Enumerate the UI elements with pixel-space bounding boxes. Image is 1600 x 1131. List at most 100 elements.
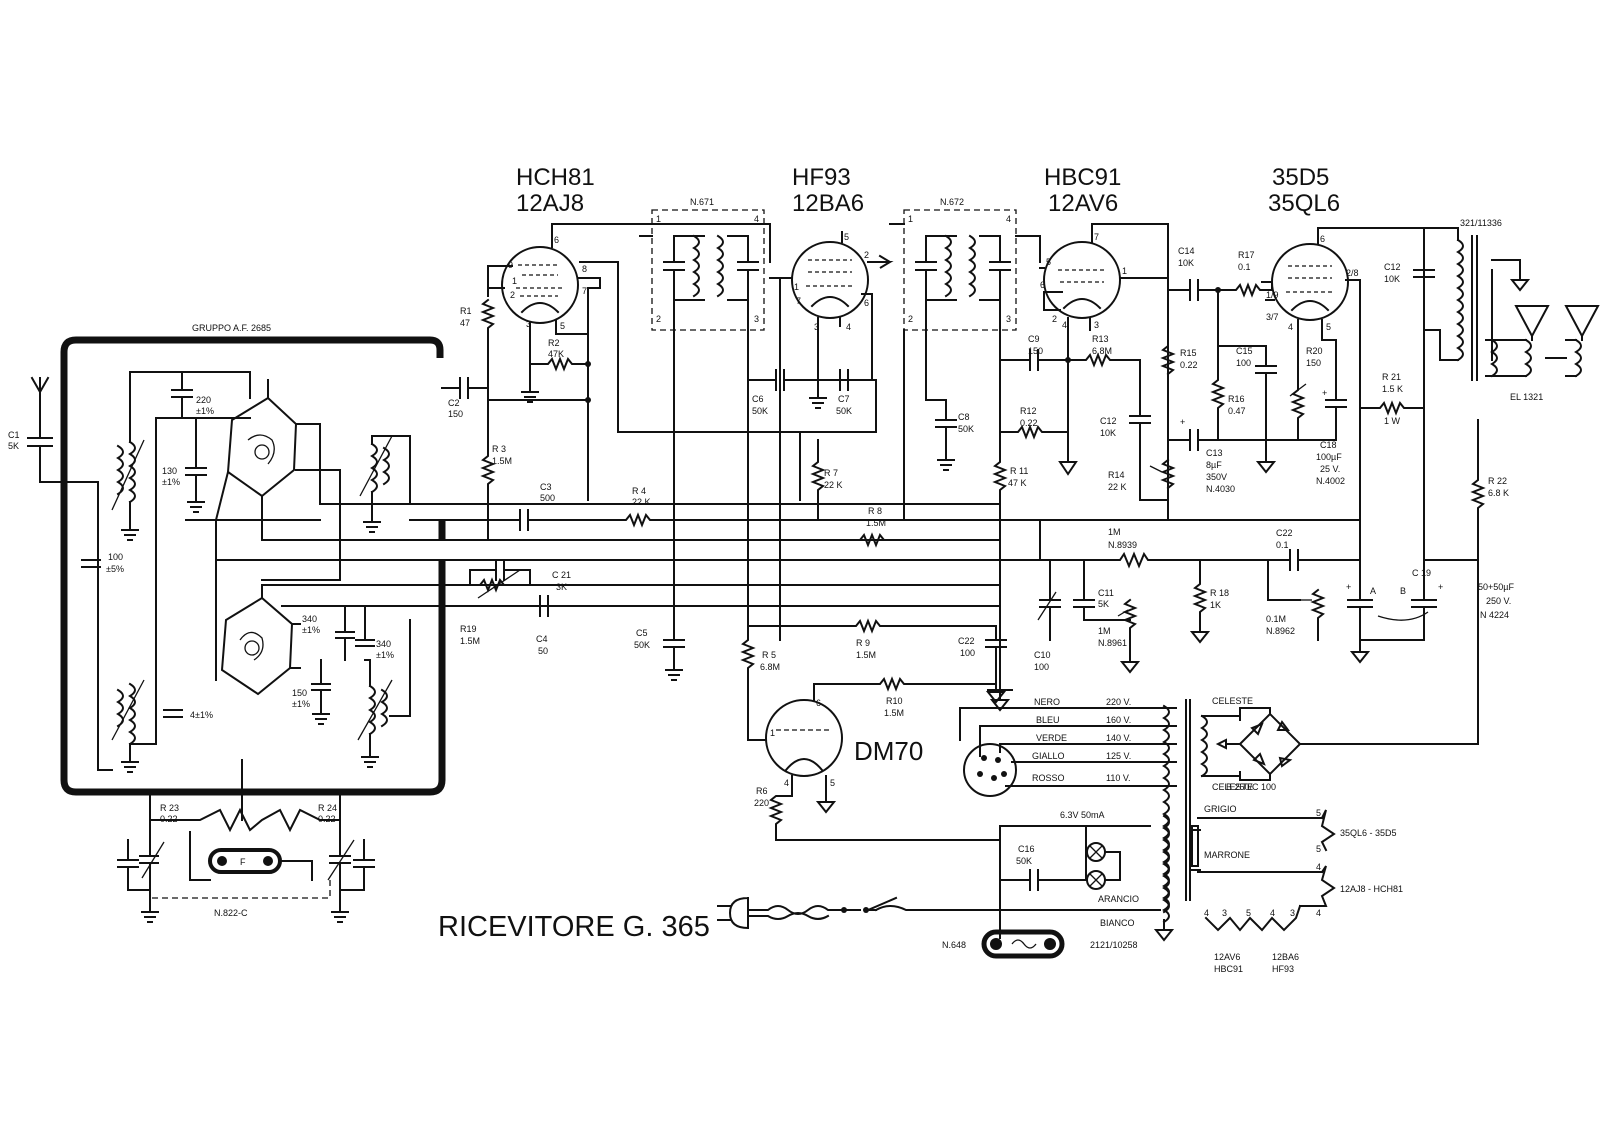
c9-value: 150 xyxy=(1028,346,1043,356)
heater-h1: 35QL6 - 35D5 xyxy=(1340,828,1397,838)
v4-network: C14 10K R17 0.1 R15 0.22 R16 0.47 C15 10… xyxy=(1160,227,1435,601)
c16-name: C16 xyxy=(1018,844,1035,854)
heater-h4-line1: 12BA6 xyxy=(1272,952,1299,962)
output-transformer: 321/11336 xyxy=(1423,218,1531,381)
r6-name: R6 xyxy=(756,786,768,796)
c22a-value: 100 xyxy=(960,648,975,658)
svg-text:4: 4 xyxy=(784,778,789,788)
r20-name: R20 xyxy=(1306,346,1323,356)
svg-text:9: 9 xyxy=(508,260,513,270)
antenna-icon: C1 5K xyxy=(8,376,99,483)
r1-name: R1 xyxy=(460,306,472,316)
cap130-tol: ±1% xyxy=(162,477,180,487)
r1-value: 47 xyxy=(460,318,470,328)
c15-value: 100 xyxy=(1236,358,1251,368)
tube-v3-line2: 12AV6 xyxy=(1048,190,1118,217)
svg-text:6: 6 xyxy=(864,298,869,308)
r13-name: R13 xyxy=(1092,334,1109,344)
svg-text:6: 6 xyxy=(816,698,821,708)
c11-name: C11 xyxy=(1098,588,1114,598)
r19-value: 1.5M xyxy=(460,636,480,646)
bridge-rectifier: B 250/C 100 xyxy=(1215,707,1341,792)
rf-group-label: GRUPPO A.F. 2685 xyxy=(192,323,271,333)
c8-value: 50K xyxy=(958,424,974,434)
c10-value: 100 xyxy=(1034,662,1049,672)
v3-network: C9 150 R13 6.8M R12 0.22 R 11 47 K C12 1… xyxy=(958,223,1285,704)
r15-name: R15 xyxy=(1180,348,1197,358)
svg-text:4: 4 xyxy=(754,214,759,224)
r4-value: 22 K xyxy=(632,497,651,507)
r2-value: 47K xyxy=(548,349,564,359)
ferrite-antenna-block: R 23 0.22 R 24 0.22 F N.822-C xyxy=(117,759,375,923)
svg-text:5: 5 xyxy=(1326,322,1331,332)
svg-text:3: 3 xyxy=(1094,320,1099,330)
r3-name: R 3 xyxy=(492,444,506,454)
svg-text:4: 4 xyxy=(1316,908,1321,918)
r18-value: 1K xyxy=(1210,600,1221,610)
ferrite-coupling-label: N.822-C xyxy=(214,908,248,918)
schematic-title: RICEVITORE G. 365 xyxy=(438,911,710,943)
r5-value: 6.8M xyxy=(760,662,780,672)
r14-name: R14 xyxy=(1108,470,1125,480)
r7-name: R 7 xyxy=(824,468,838,478)
c1-name: C1 xyxy=(8,430,20,440)
tube-v4-line1: 35D5 xyxy=(1272,164,1329,191)
c5-value: 50K xyxy=(634,640,650,650)
power-transformer-code: 2121/10258 xyxy=(1090,940,1138,950)
r8-name: R 8 xyxy=(868,506,882,516)
svg-text:4: 4 xyxy=(1204,908,1209,918)
c21-value: 3K xyxy=(556,582,567,592)
power-supply-network: R 22 6.8 K C22 0.1 R 18 1K 0.1M N.8962 C… xyxy=(999,419,1514,745)
r11-name: R 11 xyxy=(1010,466,1028,476)
svg-text:1: 1 xyxy=(908,214,913,224)
svg-text:3: 3 xyxy=(814,322,819,332)
r16-value: 0.47 xyxy=(1228,406,1246,416)
tube-v2-line2: 12BA6 xyxy=(792,190,864,217)
bianco-label: BIANCO xyxy=(1100,918,1135,928)
c21-name: C 21 xyxy=(552,570,571,580)
celeste-bottom: CELESTE xyxy=(1212,782,1253,792)
tube-v4-line2: 35QL6 xyxy=(1268,190,1340,217)
r10-value: 1.5M xyxy=(884,708,904,718)
c4-name: C4 xyxy=(536,634,548,644)
svg-text:6: 6 xyxy=(1320,234,1325,244)
svg-text:3: 3 xyxy=(1222,908,1227,918)
pot1m-value: 1M xyxy=(1108,527,1121,537)
volt-140: 140 V. xyxy=(1106,733,1131,743)
svg-text:1: 1 xyxy=(1122,266,1127,276)
r13-value: 6.8M xyxy=(1092,346,1112,356)
filtercap-value: 50+50µF xyxy=(1478,582,1514,592)
c18-code: N.4002 xyxy=(1316,476,1345,486)
svg-text:1: 1 xyxy=(794,282,799,292)
c5-name: C5 xyxy=(636,628,648,638)
c12a-value: 10K xyxy=(1100,428,1116,438)
pot01m-code: N.8962 xyxy=(1266,626,1295,636)
c2-value: 150 xyxy=(448,409,463,419)
r20-value: 150 xyxy=(1306,358,1321,368)
c12b-name: C12 xyxy=(1384,262,1401,272)
heater-chain: 35QL6 - 35D5 12AJ8 - HCH81 5 5 4 4 3 5 4… xyxy=(1204,808,1403,974)
cap4-label: 4±1% xyxy=(190,710,213,720)
pot01m-value: 0.1M xyxy=(1266,614,1286,624)
filtercap-code: N 4224 xyxy=(1480,610,1509,620)
tube-v2-line1: HF93 xyxy=(792,164,851,191)
power-transformer: NERO BLEU VERDE GIALLO ROSSO 220 V. 160 … xyxy=(959,696,1323,950)
c13-voltage: 350V xyxy=(1206,472,1227,482)
r24-name: R 24 xyxy=(318,803,337,813)
cap130-value: 130 xyxy=(162,466,177,476)
svg-text:7: 7 xyxy=(796,296,801,306)
c11-value: 5K xyxy=(1098,599,1109,609)
tube-titles: HCH81 12AJ8 HF93 12BA6 HBC91 12AV6 35D5 … xyxy=(516,164,1340,217)
lamp-rating: 6.3V 50mA xyxy=(1060,810,1105,820)
svg-text:+: + xyxy=(1438,582,1443,592)
heater-h3-line1: 12AV6 xyxy=(1214,952,1240,962)
rf-group-block: GRUPPO A.F. 2685 xyxy=(60,323,446,796)
cap340b-value: 340 xyxy=(376,639,391,649)
c1-value: 5K xyxy=(8,441,19,451)
svg-text:2/8: 2/8 xyxy=(1346,268,1359,278)
c7-name: C7 xyxy=(838,394,850,404)
tap-nero: NERO xyxy=(1034,697,1060,707)
svg-text:7: 7 xyxy=(1094,232,1099,242)
